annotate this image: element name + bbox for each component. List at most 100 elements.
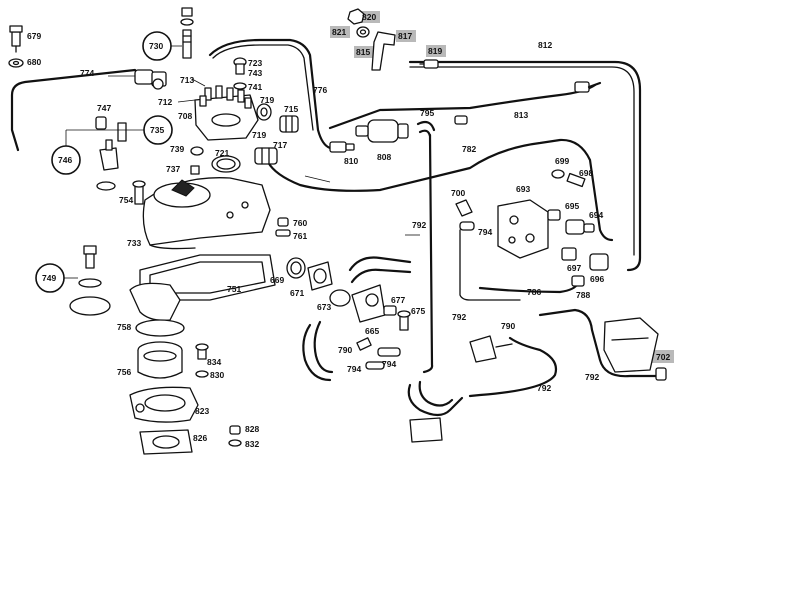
part-694-fitting	[565, 219, 595, 235]
part-758-clamp	[129, 282, 185, 337]
part-821-washer	[356, 26, 370, 38]
part-788-fitting	[571, 275, 585, 287]
label-774: 774	[80, 68, 94, 78]
label-790a: 790	[501, 321, 515, 331]
part-749-callout	[35, 245, 111, 316]
part-elbow-hose	[348, 256, 412, 284]
part-675-bolt	[397, 310, 411, 331]
part-702-vacuum-box	[603, 317, 667, 381]
part-677-nut	[383, 305, 397, 316]
label-813: 813	[514, 110, 528, 120]
label-694: 694	[589, 210, 603, 220]
part-741-washer	[233, 82, 247, 90]
part-708-distributor	[194, 85, 259, 141]
label-819: 819	[428, 46, 442, 56]
label-665: 665	[365, 326, 379, 336]
part-680-washer	[8, 58, 24, 68]
part-lower-hose	[407, 380, 464, 443]
part-832-washer	[228, 439, 242, 447]
part-673-hose	[302, 320, 334, 382]
part-665-valve	[329, 284, 386, 323]
label-669: 669	[270, 275, 284, 285]
part-794-hose-small	[365, 347, 401, 370]
label-highlights	[330, 11, 674, 363]
label-808: 808	[377, 152, 391, 162]
label-730: 730	[149, 41, 163, 51]
part-820-nut	[347, 8, 365, 25]
label-696: 696	[590, 274, 604, 284]
part-700-clip	[455, 199, 473, 217]
part-696-fitting	[589, 253, 609, 271]
label-823: 823	[195, 406, 209, 416]
part-794a-hose	[459, 221, 475, 231]
part-830-washer	[195, 370, 209, 378]
part-717-fitting	[254, 147, 278, 165]
part-679-sensor	[9, 25, 23, 53]
pipe-lines	[10, 38, 664, 398]
label-826: 826	[193, 433, 207, 443]
part-747-bushing	[95, 116, 107, 130]
label-680: 680	[27, 57, 41, 67]
part-817-bracket	[371, 31, 396, 71]
label-673: 673	[317, 302, 331, 312]
label-790b: 790	[338, 345, 352, 355]
label-719b: 719	[252, 130, 266, 140]
part-719-ring	[256, 103, 272, 121]
label-788: 788	[576, 290, 590, 300]
label-834: 834	[207, 357, 221, 367]
label-820: 820	[362, 12, 376, 22]
label-712: 712	[158, 97, 172, 107]
label-719a: 719	[260, 95, 274, 105]
label-792c: 792	[537, 383, 551, 393]
label-733: 733	[127, 238, 141, 248]
label-746: 746	[58, 155, 72, 165]
label-761: 761	[293, 231, 307, 241]
label-795: 795	[420, 108, 434, 118]
part-746-callout	[51, 139, 119, 191]
part-826-gasket	[139, 429, 193, 455]
label-786: 786	[527, 287, 541, 297]
label-693: 693	[516, 184, 530, 194]
part-813-cable-end	[454, 81, 602, 125]
label-702: 702	[656, 352, 670, 362]
part-735-callout	[65, 115, 173, 160]
label-794c: 794	[347, 364, 361, 374]
part-721-gasket	[211, 155, 241, 173]
part-723-screw	[233, 57, 247, 75]
label-708: 708	[178, 111, 192, 121]
label-737: 737	[166, 164, 180, 174]
part-810-fitting	[329, 141, 355, 153]
part-761-bolt	[275, 229, 291, 237]
label-794a: 794	[478, 227, 492, 237]
part-check-valve	[469, 335, 513, 363]
label-815: 815	[356, 47, 370, 57]
part-795-elbow	[416, 120, 436, 138]
part-693-warmup-regulator	[497, 199, 549, 259]
label-756: 756	[117, 367, 131, 377]
part-819-bolt	[419, 59, 439, 69]
part-733-air-flow-meter	[142, 177, 271, 250]
part-739-nut	[190, 146, 204, 156]
part-698-bolt	[566, 172, 586, 188]
label-677: 677	[391, 295, 405, 305]
label-792d: 792	[585, 372, 599, 382]
label-675: 675	[411, 306, 425, 316]
label-741: 741	[248, 82, 262, 92]
part-760-nut	[277, 217, 289, 227]
part-671-gasket	[307, 261, 333, 291]
label-810: 810	[344, 156, 358, 166]
label-695: 695	[565, 201, 579, 211]
label-794b: 794	[382, 359, 396, 369]
label-700: 700	[451, 188, 465, 198]
part-715-nut	[279, 115, 299, 133]
label-754: 754	[119, 195, 133, 205]
label-758: 758	[117, 322, 131, 332]
label-751: 751	[227, 284, 241, 294]
part-754-screw	[132, 180, 146, 205]
label-699: 699	[555, 156, 569, 166]
part-828-nut	[229, 425, 241, 435]
label-782: 782	[462, 144, 476, 154]
label-792a: 792	[412, 220, 426, 230]
label-832: 832	[245, 439, 259, 449]
